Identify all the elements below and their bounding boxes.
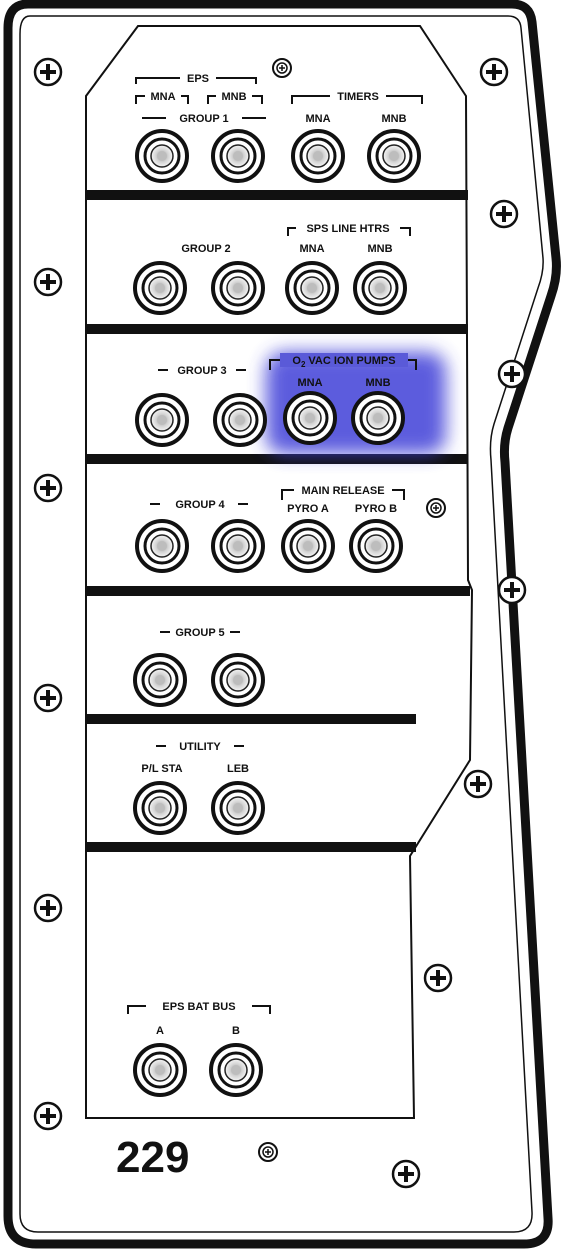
group-3-breaker-2[interactable]: [213, 393, 267, 447]
eps-header: EPS: [187, 73, 209, 85]
plate-screw-icon: [258, 1142, 278, 1162]
timers-mnb-breaker[interactable]: [367, 129, 421, 183]
sps-mna-label: MNA: [299, 243, 324, 255]
leb-label: LEB: [227, 763, 249, 775]
section-dividers: [86, 190, 470, 852]
bat-bus-b-breaker[interactable]: [209, 1043, 263, 1097]
group-5-breaker-1[interactable]: [133, 653, 187, 707]
group-4-breaker-1[interactable]: [135, 519, 189, 573]
group-2-breaker-2[interactable]: [211, 261, 265, 315]
utility-label: UTILITY: [179, 741, 221, 753]
sps-line-htrs-header: SPS LINE HTRS: [306, 223, 389, 235]
panel-number: 229: [116, 1133, 189, 1182]
eps-bat-bus-label: EPS BAT BUS: [162, 1001, 235, 1013]
pyro-a-label: PYRO A: [287, 503, 329, 515]
frame-screw-icon: [391, 1159, 421, 1189]
eps-mna-breaker[interactable]: [135, 129, 189, 183]
sps-mnb-breaker[interactable]: [353, 261, 407, 315]
frame-screw-icon: [463, 769, 493, 799]
frame-screw-icon: [33, 473, 63, 503]
section-group-2: GROUP 2 SPS LINE HTRS MNA MNB: [181, 222, 411, 255]
vac-mna-breaker[interactable]: [283, 391, 337, 445]
frame-screw-icon: [33, 893, 63, 923]
plate-screw-icon: [426, 498, 446, 518]
section-eps-bat-bus: EPS BAT BUS A B: [127, 1000, 271, 1037]
vac-mnb-breaker[interactable]: [351, 391, 405, 445]
vac-mnb-label: MNB: [365, 377, 390, 389]
bat-bus-a-breaker[interactable]: [133, 1043, 187, 1097]
frame-screw-icon: [33, 267, 63, 297]
timers-mna-breaker[interactable]: [291, 129, 345, 183]
frame-screw-icon: [489, 199, 519, 229]
pyro-a-breaker[interactable]: [281, 519, 335, 573]
group-4-label: GROUP 4: [175, 499, 225, 511]
leb-breaker[interactable]: [211, 781, 265, 835]
pl-sta-label: P/L STA: [141, 763, 182, 775]
frame-screw-icon: [479, 57, 509, 87]
frame-screw-icon: [497, 359, 527, 389]
section-group-4: GROUP 4 MAIN RELEASE PYRO A PYRO B: [150, 484, 405, 515]
sps-mnb-label: MNB: [367, 243, 392, 255]
group-5-label: GROUP 5: [175, 627, 224, 639]
section-utility: UTILITY P/L STA LEB: [141, 741, 249, 775]
bat-bus-b-label: B: [232, 1025, 240, 1037]
panel-frame: [3, 0, 561, 1249]
eps-mna-label: MNA: [150, 91, 175, 103]
frame-screw-icon: [33, 683, 63, 713]
eps-mnb-breaker[interactable]: [211, 129, 265, 183]
sps-mna-breaker[interactable]: [285, 261, 339, 315]
pyro-b-breaker[interactable]: [349, 519, 403, 573]
circuit-breakers: [133, 129, 421, 1097]
pyro-b-label: PYRO B: [355, 503, 397, 515]
inner-plate-outline: [85, 25, 474, 1119]
pl-sta-breaker[interactable]: [133, 781, 187, 835]
group-2-breaker-1[interactable]: [133, 261, 187, 315]
bat-bus-a-label: A: [156, 1025, 164, 1037]
group-3-label: GROUP 3: [177, 365, 226, 377]
group-5-breaker-2[interactable]: [211, 653, 265, 707]
frame-screw-icon: [33, 1101, 63, 1131]
timers-header: TIMERS: [337, 91, 379, 103]
section-group-1: EPS MNA MNB GROUP 1 TIMERS MNA MNB: [135, 72, 423, 125]
frame-screw-icon: [423, 963, 453, 993]
frame-screws: [33, 57, 527, 1189]
main-release-header: MAIN RELEASE: [301, 485, 384, 497]
panel-inner-edge: [19, 15, 544, 1233]
plate-screw-icon: [272, 58, 292, 78]
timers-mna-label: MNA: [305, 113, 330, 125]
group-3-breaker-1[interactable]: [135, 393, 189, 447]
group-4-breaker-2[interactable]: [211, 519, 265, 573]
section-group-5: GROUP 5: [160, 627, 240, 639]
vac-mna-label: MNA: [297, 377, 322, 389]
group-1-label: GROUP 1: [179, 113, 228, 125]
eps-mnb-label: MNB: [221, 91, 246, 103]
frame-screw-icon: [497, 575, 527, 605]
frame-screw-icon: [33, 57, 63, 87]
group-2-label: GROUP 2: [181, 243, 230, 255]
timers-mnb-label: MNB: [381, 113, 406, 125]
